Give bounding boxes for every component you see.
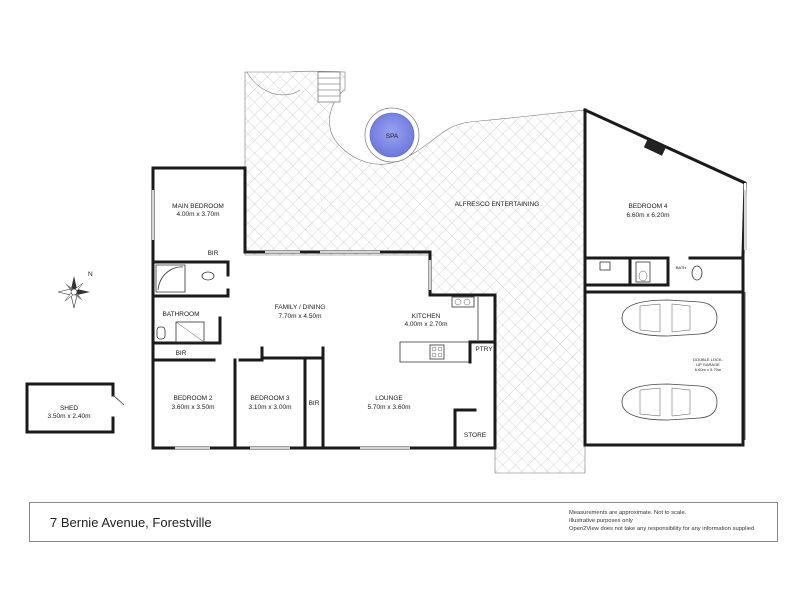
kitchen-fixtures (429, 296, 479, 360)
bedroom3-dims: 3.10m x 3.00m (249, 404, 292, 411)
alfresco-label: ALFRESCO ENTERTAINING (455, 201, 540, 208)
bathroom-label: BATHROOM (162, 311, 199, 318)
spa-label: SPA (386, 133, 399, 140)
ensuite-fixtures (599, 261, 703, 283)
disclaimer-line: Open2View does not take any responsibili… (569, 526, 755, 532)
bir-bed3-label: BIR (309, 400, 320, 407)
deck-curve (246, 71, 301, 96)
bedroom4-dims: 6.60m x 6.20m (627, 212, 670, 219)
disclaimer-text: Measurements are approximate. Not to sca… (569, 509, 779, 533)
garage-wing-walls (583, 108, 747, 447)
pantry-label: PTRY (475, 346, 493, 353)
main-bedroom-dims: 4.00m x 3.70m (177, 211, 220, 218)
shed-dims: 3.50m x 2.40m (48, 413, 91, 420)
garage-label-line1: DOUBLE LOCK- (693, 357, 723, 362)
kitchen-label: KITCHEN (412, 313, 441, 320)
lounge-dims: 5.70m x 3.60m (368, 404, 411, 411)
lounge-label: LOUNGE (375, 395, 403, 402)
compass-north-label: N (88, 271, 93, 278)
bedroom2-label: BEDROOM 2 (173, 395, 212, 402)
shed (25, 382, 125, 434)
bir-main-label: BIR (208, 250, 219, 257)
main-bedroom-label: MAIN BEDROOM (172, 203, 224, 210)
windows (151, 190, 432, 450)
kitchen-dims: 4.00m x 2.70m (405, 321, 448, 328)
car-2 (621, 383, 718, 421)
garage-dims: 6.60m x 5.70m (695, 367, 722, 372)
garage-label-line2: UP GARAGE (696, 362, 720, 367)
bedroom4-label: BEDROOM 4 (628, 203, 667, 210)
disclaimer-line: Measurements are approximate. Not to sca… (569, 510, 687, 516)
footer-panel: 7 Bernie Avenue, Forestville Measurement… (29, 502, 778, 542)
shed-label: SHED (60, 405, 78, 412)
compass-icon (57, 276, 90, 309)
bir-bed2-label: BIR (176, 350, 187, 357)
bedroom3-label: BEDROOM 3 (250, 395, 289, 402)
store-label: STORE (464, 432, 487, 439)
property-address: 7 Bernie Avenue, Forestville (50, 515, 212, 530)
family-dining-dims: 7.70m x 4.50m (279, 313, 322, 320)
bathroom-fixtures (155, 264, 215, 343)
bedroom2-dims: 3.60m x 3.50m (172, 404, 215, 411)
spa-pool (369, 112, 415, 158)
car-1 (621, 299, 718, 337)
stairs (317, 71, 341, 103)
bath-label: BATH (676, 265, 686, 270)
family-dining-label: FAMILY / DINING (275, 304, 326, 311)
disclaimer-line: Illustrative purposes only (569, 518, 633, 524)
